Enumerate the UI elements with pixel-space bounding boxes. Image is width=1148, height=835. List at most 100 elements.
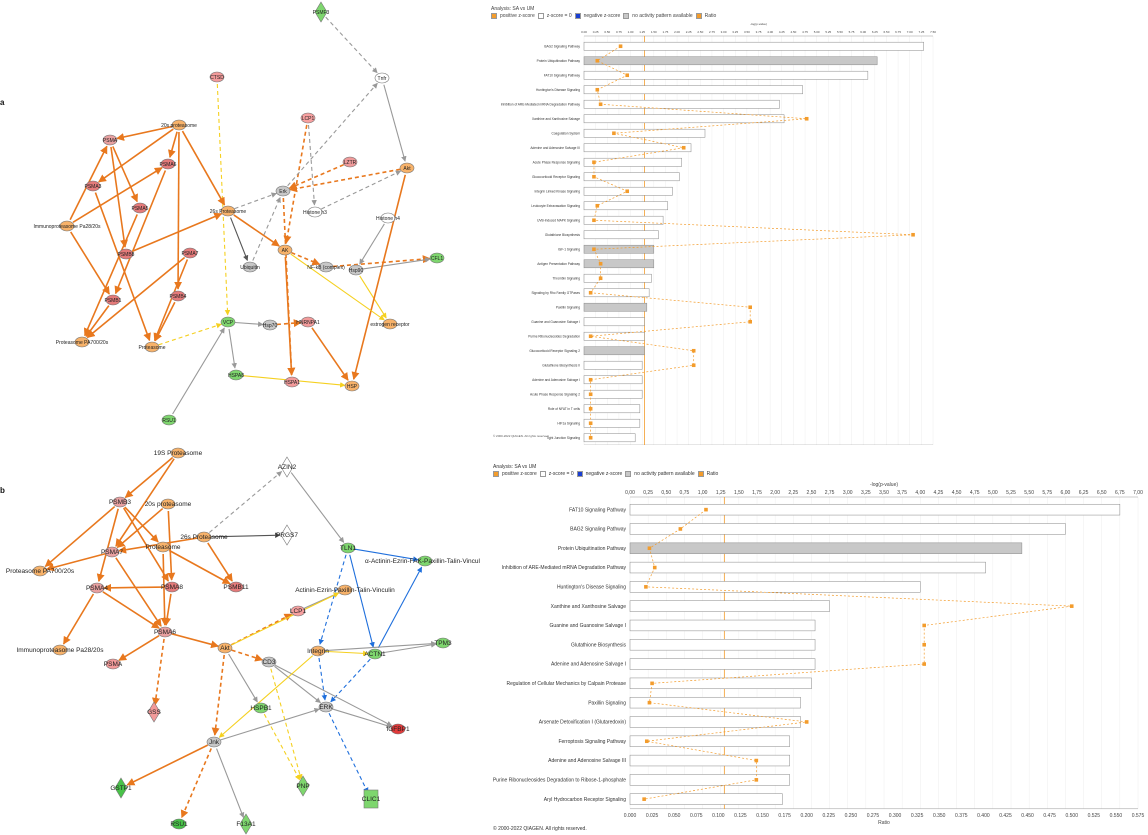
bar	[583, 85, 803, 95]
node-proteasome[interactable]: Proteasome	[145, 541, 181, 553]
node-hsp[interactable]: HSP	[344, 380, 360, 392]
node-histone-h4[interactable]: Histone h4	[376, 212, 400, 224]
node-integrin[interactable]: Integrin	[307, 645, 329, 657]
bar-row-arsenate-detoxification-i-glutaredoxin: Arsenate Detoxification I (Glutaredoxin)	[539, 716, 801, 728]
category-label: Paxillin Signaling	[556, 305, 580, 309]
node-psmb3[interactable]: PSMB3	[109, 496, 131, 508]
node-26s-proteasome[interactable]: 26s Proteasome	[180, 531, 228, 543]
node-psmf3[interactable]: PSMF3	[313, 1, 330, 23]
node-lcp1[interactable]: LCP1	[300, 112, 316, 124]
node-hspa1[interactable]: HSPA1	[284, 376, 300, 388]
node-azin2[interactable]: AZIN2	[278, 456, 297, 478]
netb-edges	[44, 456, 437, 819]
bottom-tick-label: 0.325	[911, 813, 924, 819]
edge-hspb1-to-pnp	[263, 713, 301, 781]
node-actinin-ezrin-paxillin-talin-vinculin[interactable]: Actinin-Ezrin-Paxillin-Talin-Vinculin	[295, 584, 395, 596]
node-lcp1[interactable]: LCP1	[290, 605, 307, 617]
node-ubiquitin[interactable]: Ubiquitin	[240, 261, 260, 273]
node-hnrnpa1[interactable]: HNRNPA1	[296, 316, 320, 328]
node-19s-proteasome[interactable]: 19S Proteasome	[154, 447, 203, 459]
node-shape	[435, 637, 451, 649]
node-label: PSMB8	[118, 252, 135, 258]
node-jnk[interactable]: Jnk	[206, 736, 222, 748]
node-estrogen-receptor[interactable]: estrogen receptor	[370, 318, 410, 330]
node-label: PSMA7	[182, 251, 199, 257]
node-gss[interactable]: GSS	[147, 701, 162, 723]
node-psma3[interactable]: PSMA3	[85, 180, 102, 192]
node-label: HSPA1	[284, 380, 300, 386]
node-20s-proteasome[interactable]: 20s proteasome	[145, 498, 192, 510]
node-gstp1[interactable]: GSTP1	[110, 777, 132, 799]
bar-row-xanthine-and-xanthosine-salvage: Xanthine and Xanthosine Salvage	[551, 600, 830, 612]
node-label: HSPA8	[228, 373, 244, 379]
node-f13a1[interactable]: F13A1	[236, 813, 256, 835]
node-psmb8[interactable]: PSMB8	[118, 248, 135, 260]
node-immunoproteasome-pa28-20s[interactable]: Immunoproteasome Pa28/20s	[16, 644, 104, 656]
node-proteasome-pa700-20s[interactable]: Proteasome PA700/20s	[6, 565, 75, 577]
node-erk[interactable]: Erk	[275, 185, 291, 197]
node-psma5[interactable]: PSMA5	[132, 202, 149, 214]
node-cd3[interactable]: CD3	[261, 656, 277, 668]
node-label: PSMA5	[132, 206, 149, 212]
node-clic1[interactable]: CLIC1	[362, 789, 381, 809]
node-psma4[interactable]: PSMA4	[86, 582, 108, 594]
node-nf-kb-complex[interactable]: NF-kB (complex)	[307, 261, 345, 273]
legend-swatch	[625, 471, 632, 477]
top-tick-label: 4.50	[790, 30, 796, 34]
edge-actn1-to-aep	[377, 566, 423, 649]
node-shape	[147, 701, 161, 723]
node-rsu1[interactable]: RSU1	[170, 818, 188, 830]
node-akt[interactable]: Akt	[217, 642, 233, 654]
node-26s-proteasome[interactable]: 26s Proteasome	[210, 205, 247, 217]
node-psma[interactable]: PSMA	[102, 134, 118, 146]
node-histone-h3[interactable]: Histone h3	[303, 206, 327, 218]
node-igfbp1[interactable]: IGFBP1	[386, 723, 410, 735]
top-tick-label: 2,00	[770, 490, 780, 496]
node-cfl1[interactable]: CFL1	[429, 252, 445, 264]
node-psmb11[interactable]: PSMB11	[223, 581, 249, 593]
node-hspb1[interactable]: HSPB1	[250, 702, 272, 714]
node-lztr[interactable]: LZTR	[342, 156, 358, 168]
node-immunoproteasome-pa28-20s[interactable]: Immunoproteasome Pa28/20s	[34, 220, 101, 232]
node-proteasome-pa700-20s[interactable]: Proteasome PA700/20s	[56, 336, 109, 348]
category-label: Purine Ribonucleosides Degradation	[528, 334, 580, 338]
node-shape	[310, 645, 326, 657]
bar-row-adenine-and-adenosine-salvage-iii: Adenine and Adenosine Salvage III	[548, 754, 790, 767]
node-psma7[interactable]: PSMA7	[101, 546, 123, 558]
node-vcp[interactable]: VCP	[220, 316, 236, 328]
bottom-tick-label: 0.425	[999, 813, 1012, 819]
node-tln1[interactable]: TLN1	[340, 542, 356, 554]
node-prgs7[interactable]: PRGS7	[276, 524, 298, 546]
ratio-point	[642, 797, 646, 801]
node-erk[interactable]: ERK	[318, 701, 333, 713]
node-psma6[interactable]: PSMA6	[154, 626, 176, 638]
edge-psma7-to-psma6	[115, 557, 162, 627]
node-psma6[interactable]: PSMA6	[160, 158, 177, 170]
node-hsp90[interactable]: Hsp90	[348, 264, 364, 276]
node-psmb1[interactable]: PSMB1	[105, 294, 122, 306]
node-shape	[74, 336, 90, 348]
node-ak[interactable]: AK	[277, 244, 293, 256]
node-psmb4[interactable]: PSMB4	[170, 290, 187, 302]
node-tnfr[interactable]: Tnfr	[374, 72, 390, 84]
category-label: FAT10 Signaling Pathway	[569, 507, 626, 513]
node-shape	[170, 447, 186, 459]
node-tpm3[interactable]: TPM3	[434, 637, 452, 649]
node-psma8[interactable]: PSMA8	[161, 581, 183, 593]
node-hsp70[interactable]: Hsp70	[262, 319, 278, 331]
node-psma7[interactable]: PSMA7	[182, 247, 199, 259]
node-20s-proteasome[interactable]: 20s proteasome	[161, 119, 197, 131]
edge-tln1-to-aep	[354, 548, 419, 562]
top-tick-label: 3.00	[721, 30, 727, 34]
node-proteasome[interactable]: Proteasome	[139, 341, 166, 353]
node-ctsd[interactable]: CTSD	[209, 71, 225, 83]
bar	[583, 346, 645, 356]
top-tick-label: 7.50	[930, 30, 936, 34]
node-pnp[interactable]: PNP	[296, 775, 310, 797]
node-actinin-ezrin-fak-paxillin-talin-vinculin[interactable]: α-Actinin-Ezrin-FAK-Paxillin-Talin-Vincu…	[365, 555, 480, 567]
node-hspa8[interactable]: HSPA8	[228, 369, 244, 381]
node-rsu1[interactable]: RSU1	[161, 414, 177, 426]
node-psma[interactable]: PSMA	[104, 658, 123, 670]
node-akt[interactable]: Akt	[399, 162, 415, 174]
node-actn1[interactable]: ACTN1	[364, 648, 386, 660]
